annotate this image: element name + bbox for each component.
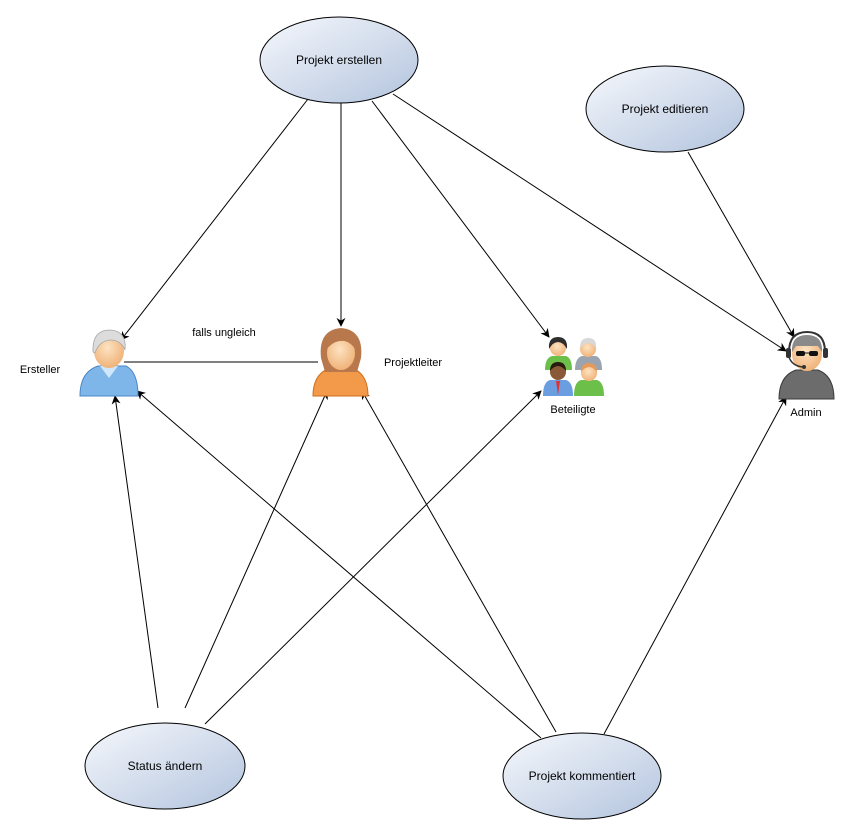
- use-case-label: Projekt kommentiert: [529, 769, 636, 783]
- edge-kommentiert-projektleiter: [361, 390, 557, 733]
- edge-kommentiert-admin: [603, 396, 787, 735]
- admin-headset-icon: [778, 330, 835, 400]
- edges: [111, 93, 795, 739]
- edge-status-projektleiter: [184, 390, 328, 709]
- actor-ersteller[interactable]: Ersteller: [20, 329, 139, 397]
- edge-editieren-admin: [687, 151, 795, 338]
- use-case-label: Projekt editieren: [622, 102, 709, 116]
- actor-label: Admin: [790, 407, 821, 419]
- actor-admin[interactable]: Admin: [778, 330, 835, 419]
- user-group-icon: [543, 337, 604, 396]
- edge-kommentiert-ersteller: [136, 390, 542, 739]
- user-female-icon: [312, 328, 369, 397]
- use-case-projekt-editieren[interactable]: Projekt editieren: [585, 65, 745, 153]
- edge-erstellen-ersteller: [120, 98, 309, 341]
- use-case-status-aendern[interactable]: Status ändern: [84, 722, 246, 810]
- actor-projektleiter[interactable]: Projektleiter: [312, 328, 442, 397]
- edge-erstellen-beteiligte: [371, 100, 550, 338]
- actor-label: Ersteller: [20, 364, 61, 376]
- edge-status-beteiligte: [204, 390, 542, 725]
- use-case-label: Status ändern: [128, 759, 203, 773]
- actor-beteiligte[interactable]: Beteiligte: [543, 337, 604, 416]
- use-case-projekt-kommentiert[interactable]: Projekt kommentiert: [502, 732, 662, 820]
- use-case-label: Projekt erstellen: [296, 53, 382, 67]
- user-grey-hair-icon: [79, 329, 139, 397]
- use-case-projekt-erstellen[interactable]: Projekt erstellen: [259, 16, 419, 104]
- edge-label-falls-ungleich: falls ungleich: [192, 327, 256, 339]
- actor-label: Projektleiter: [384, 357, 442, 369]
- actor-label: Beteiligte: [550, 404, 595, 416]
- edge-erstellen-admin: [392, 93, 787, 352]
- edge-status-ersteller: [111, 395, 159, 709]
